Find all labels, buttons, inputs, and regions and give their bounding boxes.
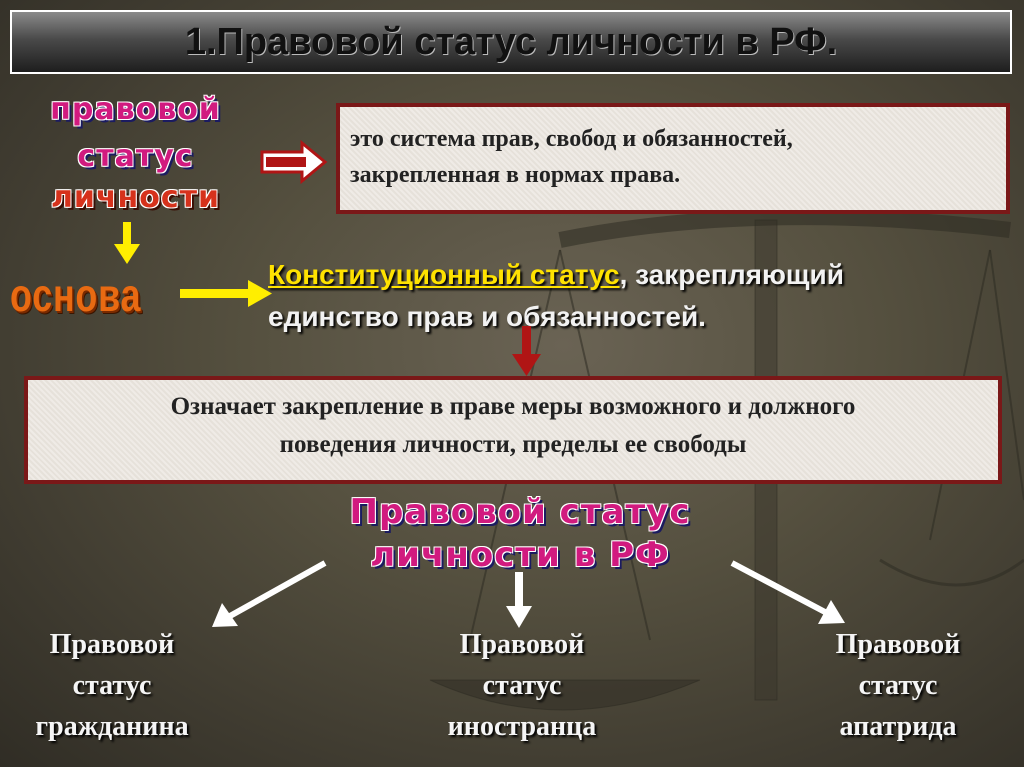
category-stateless-line3: апатрида [839,711,957,742]
page-title: 1.Правовой статус личности в РФ. [184,20,838,63]
title-bar: 1.Правовой статус личности в РФ. [10,10,1012,74]
wordart-rf-heading-line1: Правовой статус [349,492,691,532]
wordart-osnova: основа [10,269,142,321]
constitutional-highlight: Конституционный статус [268,259,620,290]
category-foreigner: Правовой статус иностранца [422,624,622,747]
wordart-pravovoy: правовой [50,92,221,127]
constitutional-line-1: Конституционный статус, закрепляющий [268,254,1018,296]
wordart-status: статус [77,139,194,174]
wordart-rf-heading-line2: личности в РФ [370,535,670,575]
category-foreigner-line3: иностранца [447,711,597,742]
constitutional-line-2: единство прав и обязанностей. [268,301,706,332]
category-stateless-line1: Правовой [835,629,961,660]
constitutional-status-text: Конституционный статус, закрепляющий еди… [268,254,1018,338]
category-citizen-line1: Правовой [49,629,175,660]
definition-line-2: закрепленная в нормах права. [350,162,681,188]
definition-text: это система прав, свобод и обязанностей,… [340,107,1006,193]
meaning-text: Означает закрепление в праве меры возмож… [28,380,998,464]
constitutional-rest-1: , закрепляющий [619,259,844,290]
definition-box: это система прав, свобод и обязанностей,… [336,103,1010,214]
category-stateless-line2: статус [858,670,938,701]
category-citizen-line3: гражданина [35,711,189,742]
meaning-box: Означает закрепление в праве меры возмож… [24,376,1002,484]
category-stateless: Правовой статус апатрида [798,624,998,747]
category-foreigner-line1: Правовой [459,629,585,660]
category-foreigner-line2: статус [482,670,562,701]
definition-line-1: это система прав, свобод и обязанностей, [350,126,793,152]
category-citizen-line2: статус [72,670,152,701]
category-citizen: Правовой статус гражданина [12,624,212,747]
meaning-line-1: Означает закрепление в праве меры возмож… [170,393,856,420]
wordart-lichnosti: личности [50,180,221,215]
meaning-line-2: поведения личности, пределы ее свободы [279,431,747,458]
